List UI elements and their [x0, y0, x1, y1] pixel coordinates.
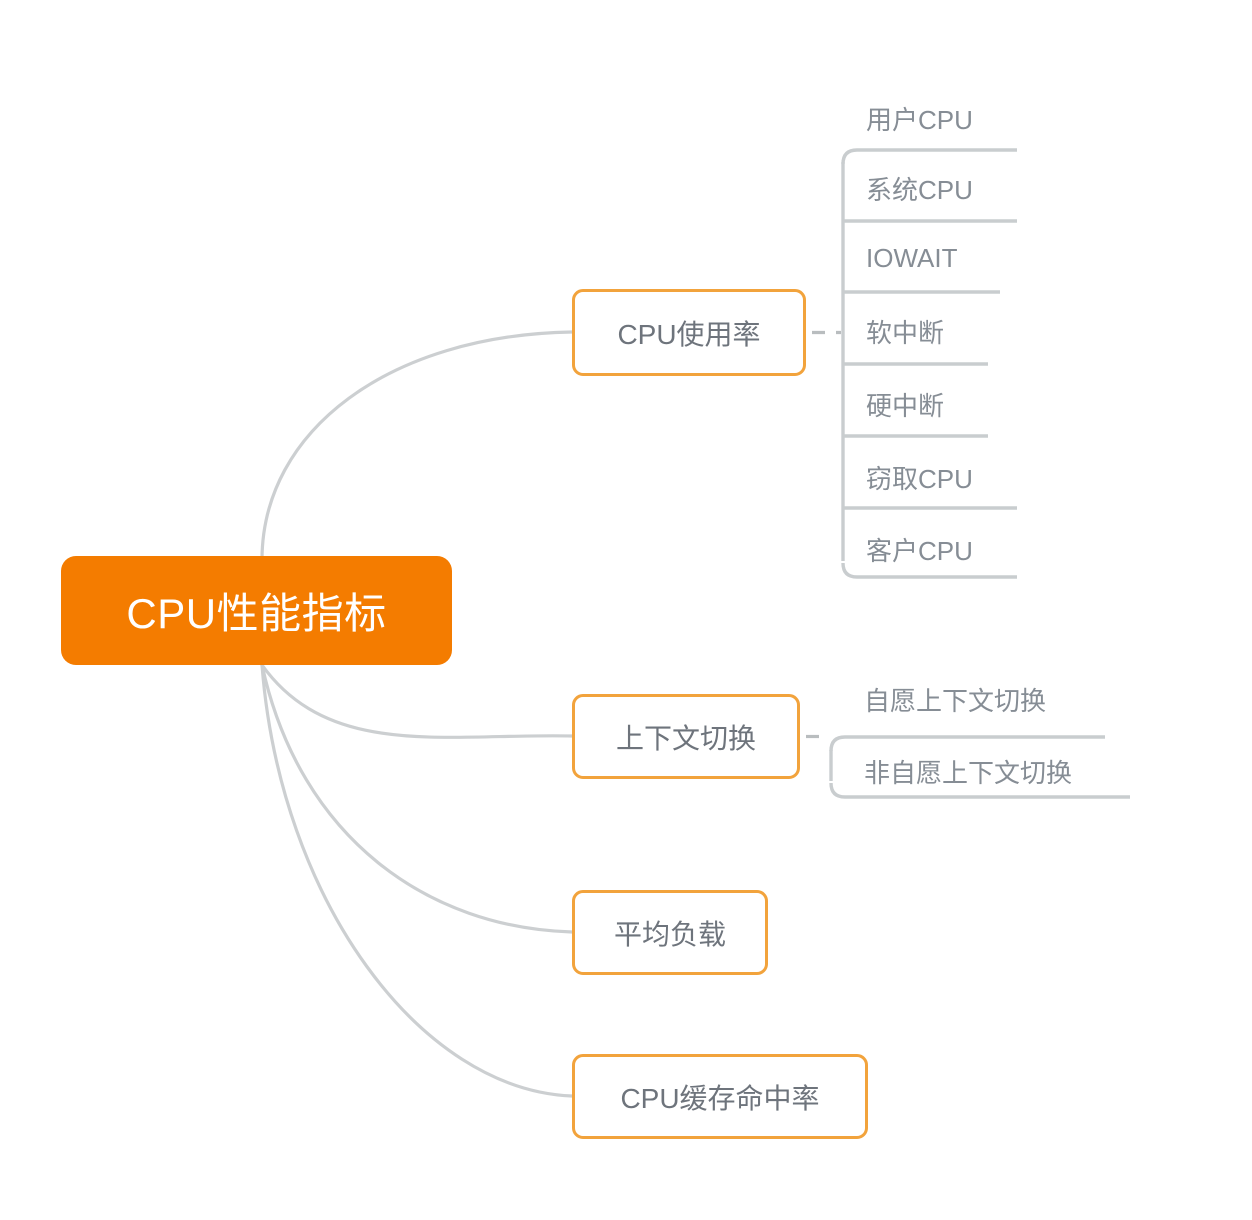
branch-node-1[interactable]: 上下文切换 — [572, 694, 800, 779]
root-node-label: CPU性能指标 — [126, 590, 387, 637]
leaf-node-0-2[interactable]: IOWAIT — [866, 243, 958, 273]
leaf-node-0-5[interactable]: 窃取CPU — [866, 464, 973, 494]
root-to-cpu-usage — [260, 330, 574, 562]
branch-node-2[interactable]: 平均负载 — [572, 890, 768, 975]
branch-node-label: 平均负载 — [613, 918, 726, 950]
root-node[interactable]: CPU性能指标 — [61, 556, 452, 665]
leaf-node-0-3[interactable]: 软中断 — [866, 318, 945, 348]
leaf-underline-1-0 — [829, 735, 1105, 752]
branch-node-3[interactable]: CPU缓存命中率 — [572, 1054, 868, 1139]
leaf-node-0-6[interactable]: 客户CPU — [866, 536, 973, 566]
branch-node-label: CPU缓存命中率 — [620, 1082, 820, 1114]
leaf-node-1-1[interactable]: 非自愿上下文切换 — [864, 758, 1073, 788]
branch-node-label: 上下文切换 — [615, 722, 756, 754]
leaf-node-1-0[interactable]: 自愿上下文切换 — [864, 686, 1047, 716]
leaf-node-0-0[interactable]: 用户CPU — [866, 105, 973, 135]
branch-node-0[interactable]: CPU使用率 — [572, 289, 806, 376]
branch-node-label: CPU使用率 — [617, 318, 761, 350]
root-to-cache-hit — [260, 663, 574, 1098]
leaf-node-0-1[interactable]: 系统CPU — [866, 175, 973, 205]
root-to-load-average — [260, 663, 574, 934]
root-to-context-switch — [260, 663, 574, 739]
leaf-node-0-4[interactable]: 硬中断 — [866, 391, 945, 421]
leaf-underline-0-0 — [841, 148, 1017, 165]
